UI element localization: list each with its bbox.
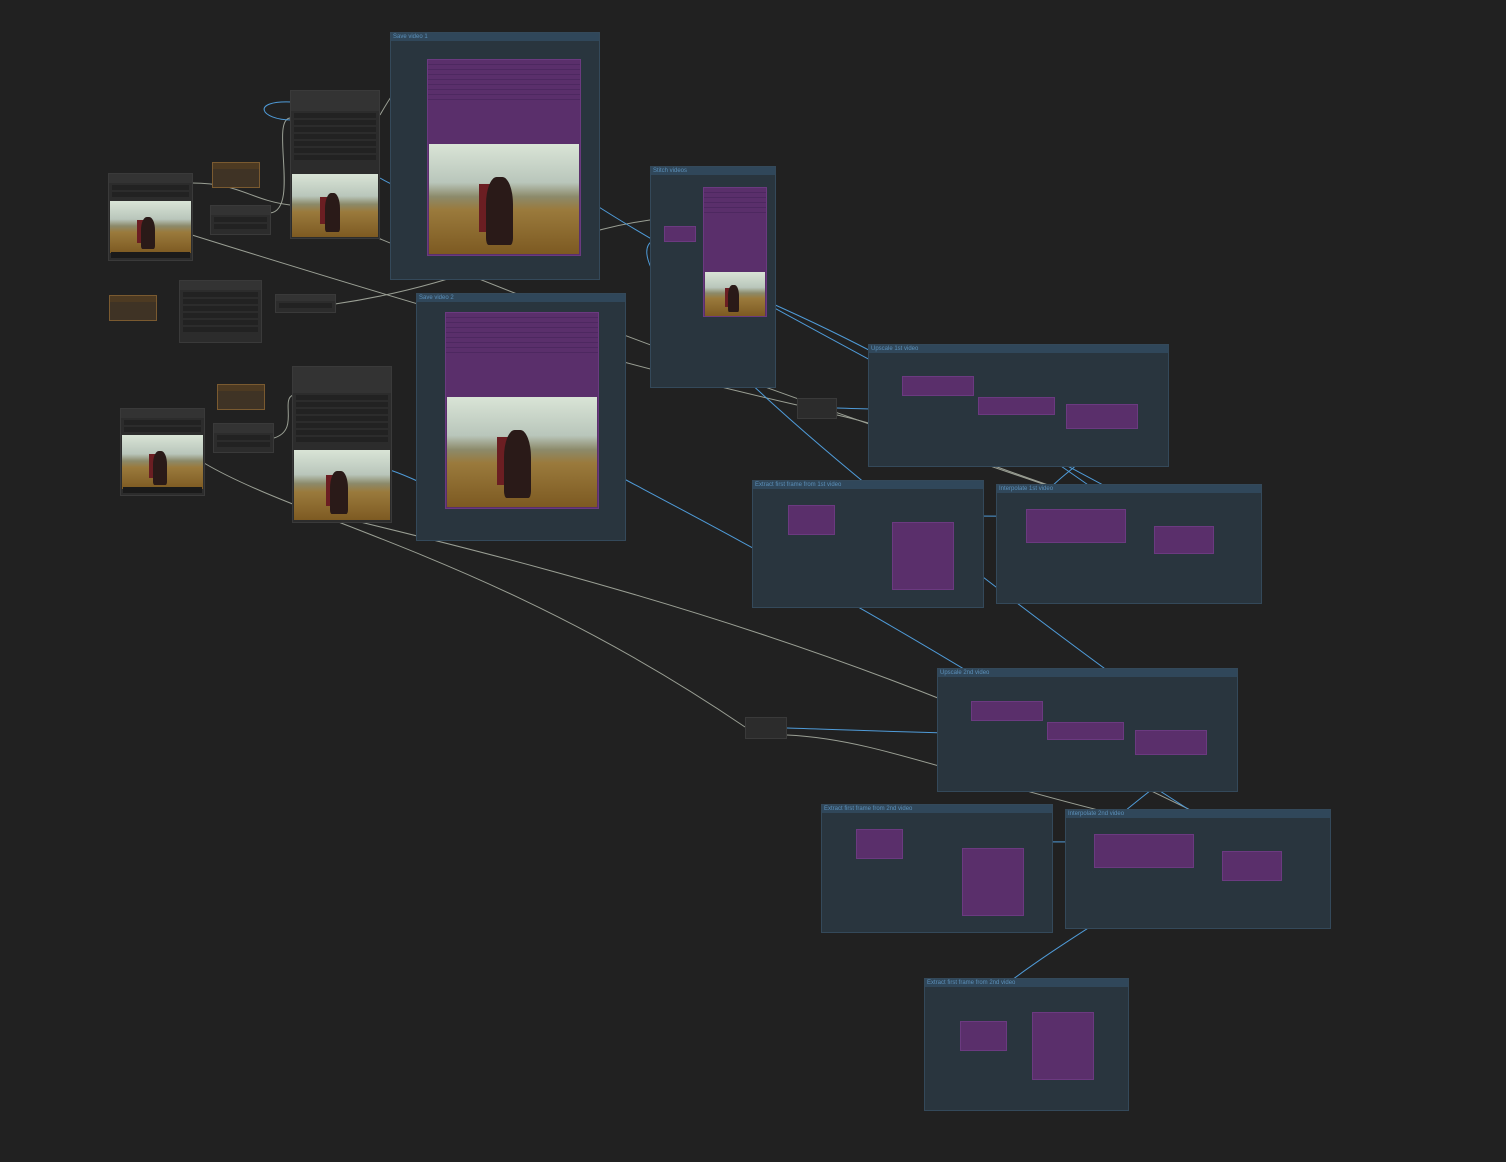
- note-node[interactable]: [217, 384, 265, 410]
- load-video-node-2[interactable]: [120, 408, 205, 496]
- upscale-model-loader-1[interactable]: [902, 376, 974, 396]
- stitch-video-node[interactable]: [703, 187, 767, 317]
- video-generate-node-1[interactable]: [290, 90, 380, 239]
- group-interpolate-2nd-video[interactable]: Interpolate 2nd video: [1065, 809, 1331, 929]
- upscale-model-loader-2[interactable]: [971, 701, 1043, 721]
- video-preview: [122, 435, 203, 489]
- video-generate-node-2[interactable]: [292, 366, 392, 523]
- group-title: Extract first frame from 2nd video: [925, 979, 1128, 987]
- group-extract-first-frame-3[interactable]: Extract first frame from 2nd video: [924, 978, 1129, 1111]
- video-controls[interactable]: [123, 487, 202, 493]
- group-title: Stitch videos: [651, 167, 775, 175]
- group-title: Upscale 2nd video: [938, 669, 1237, 677]
- reroute-node-2[interactable]: [745, 717, 787, 739]
- upscale-node-1[interactable]: [978, 397, 1055, 415]
- frame-count-node-1[interactable]: [210, 205, 271, 235]
- video-preview: [447, 397, 597, 507]
- video-preview: [294, 450, 390, 520]
- group-title: Upscale 1st video: [869, 345, 1168, 353]
- resize-node-2[interactable]: [1135, 730, 1207, 755]
- resize-node-1[interactable]: [1066, 404, 1138, 429]
- save-video-node-2[interactable]: [445, 312, 599, 509]
- video-preview: [429, 144, 579, 254]
- value-node[interactable]: [275, 294, 336, 313]
- select-frame-node-1[interactable]: [788, 505, 835, 535]
- group-title: Interpolate 2nd video: [1066, 810, 1330, 818]
- settings-node[interactable]: [179, 280, 262, 343]
- select-frame-node-2[interactable]: [856, 829, 903, 859]
- interpolate-node-2[interactable]: [1094, 834, 1194, 868]
- video-controls[interactable]: [111, 252, 190, 258]
- video-preview: [292, 174, 378, 237]
- group-interpolate-1st-video[interactable]: Interpolate 1st video: [996, 484, 1262, 604]
- group-title: Save video 2: [417, 294, 625, 302]
- load-video-node-1[interactable]: [108, 173, 193, 261]
- preview-frame-node-2[interactable]: [962, 848, 1024, 916]
- preview-frame-node-3[interactable]: [1032, 1012, 1094, 1080]
- interpolate-output-node-2[interactable]: [1222, 851, 1282, 881]
- reroute-node-1[interactable]: [797, 398, 837, 419]
- group-title: Extract first frame from 2nd video: [822, 805, 1052, 813]
- group-title: Interpolate 1st video: [997, 485, 1261, 493]
- note-node[interactable]: [212, 162, 260, 188]
- video-preview: [110, 201, 191, 253]
- interpolate-node-1[interactable]: [1026, 509, 1126, 543]
- preview-frame-node-1[interactable]: [892, 522, 954, 590]
- video-preview: [705, 272, 765, 316]
- upscale-node-2[interactable]: [1047, 722, 1124, 740]
- group-title: Save video 1: [391, 33, 599, 41]
- interpolate-output-node-1[interactable]: [1154, 526, 1214, 554]
- note-node[interactable]: [109, 295, 157, 321]
- select-frame-node-3[interactable]: [960, 1021, 1007, 1051]
- stitch-helper-node[interactable]: [664, 226, 696, 242]
- frame-count-node-2[interactable]: [213, 423, 274, 453]
- save-video-node-1[interactable]: [427, 59, 581, 256]
- group-title: Extract first frame from 1st video: [753, 481, 983, 489]
